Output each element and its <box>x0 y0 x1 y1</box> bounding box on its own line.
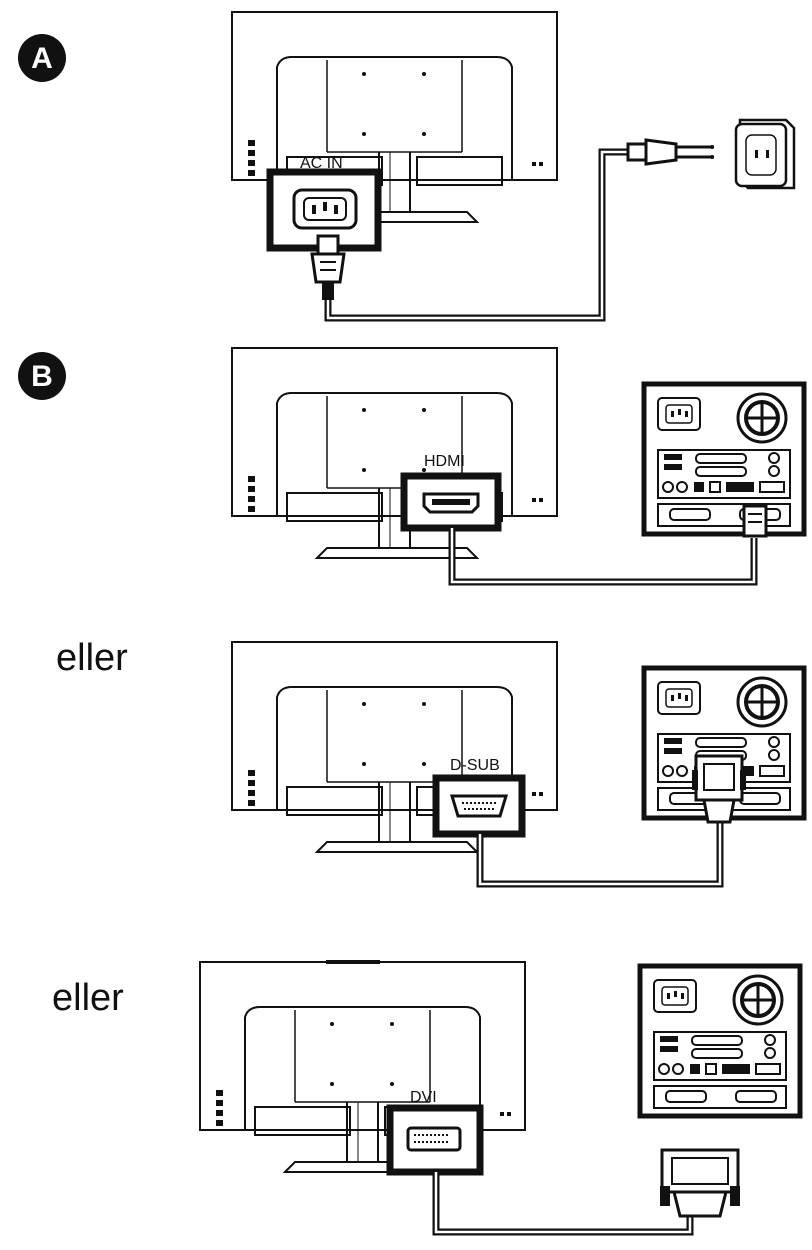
step-dvi: eller DVI <box>52 960 800 1236</box>
step-b-badge-label: B <box>31 360 53 393</box>
step-a-badge <box>18 34 66 82</box>
or-separator: eller <box>56 637 128 679</box>
dvi-plug-icon <box>660 1148 740 1218</box>
power-plug-icon <box>310 234 346 300</box>
step-dsub: eller D-SUB <box>56 637 804 888</box>
wall-plug-icon <box>626 138 714 166</box>
step-b-badge <box>18 352 66 400</box>
step-a: A AC IN <box>18 11 796 322</box>
vga-plug-icon <box>692 754 746 824</box>
pc-tower-back-icon <box>640 966 800 1116</box>
step-b: B HDMI <box>18 347 804 586</box>
hdmi-label: HDMI <box>424 453 465 470</box>
pc-tower-back-icon <box>644 384 804 534</box>
dsub-label: D-SUB <box>450 757 500 774</box>
dvi-port-icon <box>406 1126 462 1152</box>
step-a-badge-label: A <box>31 42 53 75</box>
or-separator: eller <box>52 977 124 1019</box>
dvi-cable-icon <box>432 1172 694 1236</box>
ac-in-label: AC IN <box>300 155 343 172</box>
wall-outlet-icon <box>734 118 796 190</box>
dvi-label: DVI <box>410 1089 437 1106</box>
vga-port-icon <box>449 794 509 818</box>
monitor-back-icon <box>231 347 558 559</box>
